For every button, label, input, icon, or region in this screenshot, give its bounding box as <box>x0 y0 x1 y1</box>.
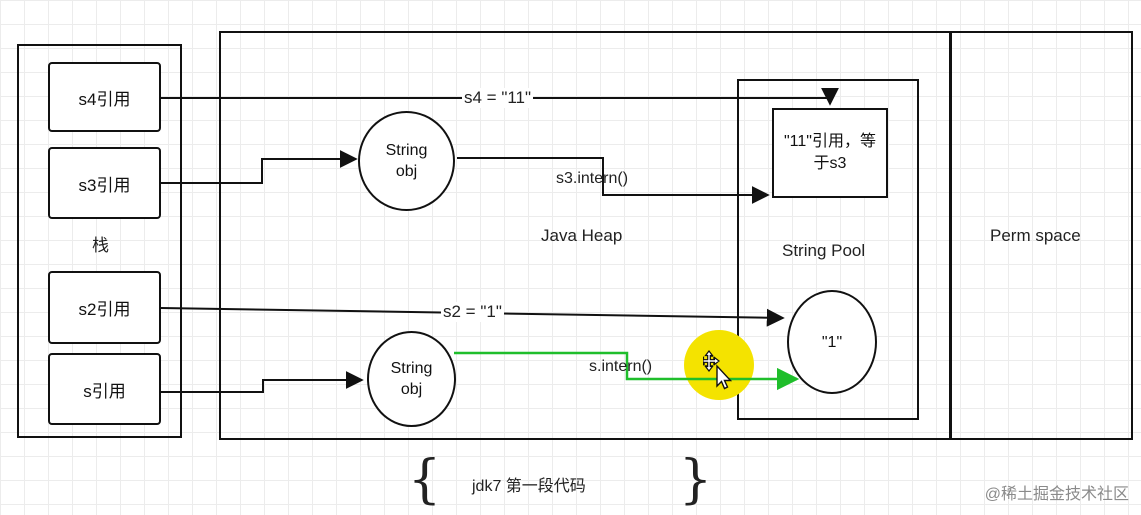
stack-frame <box>17 44 182 438</box>
s4-assign-label: s4 = "11" <box>462 88 534 108</box>
s-intern-label: s.intern() <box>589 358 653 375</box>
java-heap-title: Java Heap <box>541 226 623 245</box>
stack-title: 栈 <box>92 236 109 255</box>
heap-string-obj-bottom: String obj <box>367 331 456 427</box>
perm-space-title: Perm space <box>990 226 1081 245</box>
stack-ref-s: s引用 <box>48 353 161 425</box>
string-pool-frame <box>737 79 919 420</box>
watermark: @稀土掘金技术社区 <box>984 486 1129 503</box>
stack-ref-s4: s4引用 <box>48 62 161 132</box>
heap-string-obj-top-line2: obj <box>395 163 418 180</box>
s3-intern-label: s3.intern() <box>556 170 629 187</box>
pool-entry-11: "11"引用，等于s3 <box>772 108 888 198</box>
heap-string-obj-bottom-line1: String <box>390 360 433 377</box>
s2-assign-label: s2 = "1" <box>441 302 504 322</box>
stack-ref-s3: s3引用 <box>48 147 161 219</box>
caption-left-brace: { <box>408 450 442 510</box>
heap-string-obj-top: String obj <box>358 111 455 211</box>
diagram-caption: jdk7 第一段代码 <box>472 478 586 495</box>
move-cursor-icon <box>703 350 733 390</box>
string-pool-title: String Pool <box>782 241 866 260</box>
caption-right-brace: } <box>679 450 713 510</box>
heap-string-obj-top-line1: String <box>385 142 428 159</box>
pool-entry-1: "1" <box>787 290 877 394</box>
heap-string-obj-bottom-line2: obj <box>400 381 423 398</box>
perm-space-frame <box>950 31 1133 440</box>
stack-ref-s2: s2引用 <box>48 271 161 344</box>
